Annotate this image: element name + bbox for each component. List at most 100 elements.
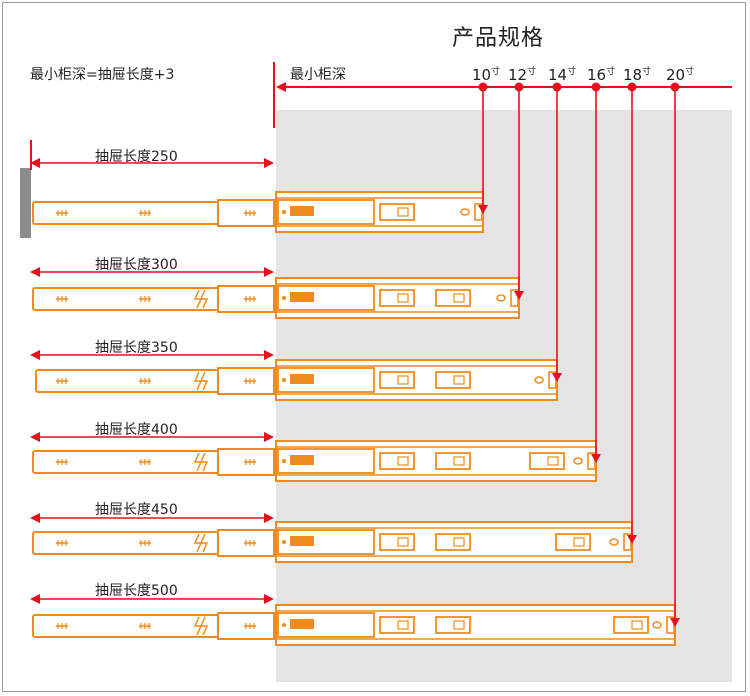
rail-oval-hole bbox=[460, 208, 470, 216]
slot-inner bbox=[453, 537, 465, 547]
slot-inner bbox=[453, 375, 465, 385]
break-mark bbox=[193, 371, 203, 391]
mounting-slot bbox=[529, 452, 565, 470]
min-depth-formula-label: 最小柜深=抽屉长度+3 bbox=[30, 67, 175, 83]
arrow-head-right bbox=[264, 267, 274, 277]
mounting-slot bbox=[435, 452, 471, 470]
mounting-slot bbox=[379, 452, 415, 470]
size-marker bbox=[478, 82, 488, 214]
release-tab bbox=[290, 374, 314, 384]
rail-hole bbox=[282, 459, 286, 463]
rails-group bbox=[30, 140, 676, 646]
size-drop-arrow-head bbox=[478, 205, 488, 214]
mounting-slot bbox=[555, 533, 591, 551]
size-unit: 寸 bbox=[567, 67, 577, 77]
rail-hole bbox=[282, 378, 286, 382]
slot-inner bbox=[397, 375, 409, 385]
size-unit: 寸 bbox=[685, 67, 695, 77]
size-unit: 寸 bbox=[642, 67, 652, 77]
size-unit: 寸 bbox=[491, 67, 501, 77]
rail-hole bbox=[282, 296, 286, 300]
arrow-head-right bbox=[264, 594, 274, 604]
size-label-12: 12寸 bbox=[508, 64, 536, 84]
slot-inner bbox=[453, 456, 465, 466]
arrow-head-left bbox=[30, 432, 40, 442]
size-number: 12 bbox=[508, 66, 528, 84]
size-number: 14 bbox=[548, 66, 568, 84]
slot-inner bbox=[453, 293, 465, 303]
size-label-18: 18寸 bbox=[623, 64, 651, 84]
size-drop-arrow-head bbox=[670, 618, 680, 627]
size-drop-arrow-head bbox=[627, 535, 637, 544]
mounting-slot bbox=[435, 371, 471, 389]
size-drop-arrow-head bbox=[552, 373, 562, 382]
size-marker bbox=[514, 82, 524, 300]
mounting-slot bbox=[613, 616, 649, 634]
slide-rail bbox=[30, 267, 520, 319]
arrow-head-left bbox=[30, 594, 40, 604]
mounting-slot bbox=[379, 616, 415, 634]
slot-inner bbox=[397, 293, 409, 303]
break-mark bbox=[193, 533, 203, 553]
slide-rail bbox=[30, 432, 597, 482]
release-tab bbox=[290, 206, 314, 216]
drawer-length-label: 抽屉长度300 bbox=[95, 257, 178, 273]
rail-oval-hole bbox=[609, 538, 619, 546]
size-label-20: 20寸 bbox=[666, 64, 694, 84]
min-depth-arrow-head bbox=[276, 82, 286, 92]
slot-inner bbox=[397, 537, 409, 547]
size-drop-arrow-head bbox=[591, 454, 601, 463]
slide-rail bbox=[30, 140, 484, 233]
size-unit: 寸 bbox=[606, 67, 616, 77]
break-mark bbox=[199, 289, 209, 309]
slot-inner bbox=[397, 207, 409, 217]
arrow-head-left bbox=[30, 513, 40, 523]
rail-oval-hole bbox=[534, 376, 544, 384]
wall-block bbox=[20, 168, 31, 238]
arrow-head-right bbox=[264, 158, 274, 168]
arrow-head-left bbox=[30, 350, 40, 360]
slot-inner bbox=[573, 537, 585, 547]
size-number: 16 bbox=[587, 66, 607, 84]
break-mark bbox=[193, 452, 203, 472]
size-unit: 寸 bbox=[527, 67, 537, 77]
mounting-slot bbox=[379, 289, 415, 307]
arrow-head-right bbox=[264, 513, 274, 523]
slide-rail bbox=[30, 350, 558, 401]
rail-oval-hole bbox=[573, 457, 583, 465]
rail-oval-hole bbox=[496, 294, 506, 302]
extension-block bbox=[217, 448, 275, 476]
size-marker bbox=[591, 82, 601, 463]
slide-rail bbox=[30, 513, 633, 563]
slot-inner bbox=[547, 456, 559, 466]
slot-inner bbox=[397, 620, 409, 630]
size-marker bbox=[627, 82, 637, 544]
page-title: 产品规格 bbox=[452, 26, 545, 51]
slot-inner bbox=[397, 456, 409, 466]
drawer-length-label: 抽屉长度500 bbox=[95, 583, 178, 599]
size-marker bbox=[552, 82, 562, 382]
mounting-slot bbox=[435, 616, 471, 634]
drawer-length-label: 抽屉长度350 bbox=[95, 340, 178, 356]
release-tab bbox=[290, 619, 314, 629]
break-mark bbox=[193, 289, 203, 309]
arrow-head-left bbox=[30, 158, 40, 168]
size-number: 10 bbox=[472, 66, 492, 84]
break-mark bbox=[193, 616, 203, 636]
rail-hole bbox=[282, 540, 286, 544]
size-drop-arrow-head bbox=[514, 291, 524, 300]
mounting-slot bbox=[435, 289, 471, 307]
rail-hole bbox=[282, 623, 286, 627]
break-mark bbox=[199, 371, 209, 391]
arrow-head-left bbox=[30, 267, 40, 277]
mounting-slot bbox=[379, 203, 415, 221]
release-tab bbox=[290, 536, 314, 546]
arrow-head-right bbox=[264, 350, 274, 360]
size-number: 18 bbox=[623, 66, 643, 84]
drawer-length-label: 抽屉长度400 bbox=[95, 422, 178, 438]
slot-inner bbox=[453, 620, 465, 630]
mounting-slot bbox=[379, 533, 415, 551]
rail-hole bbox=[282, 210, 286, 214]
